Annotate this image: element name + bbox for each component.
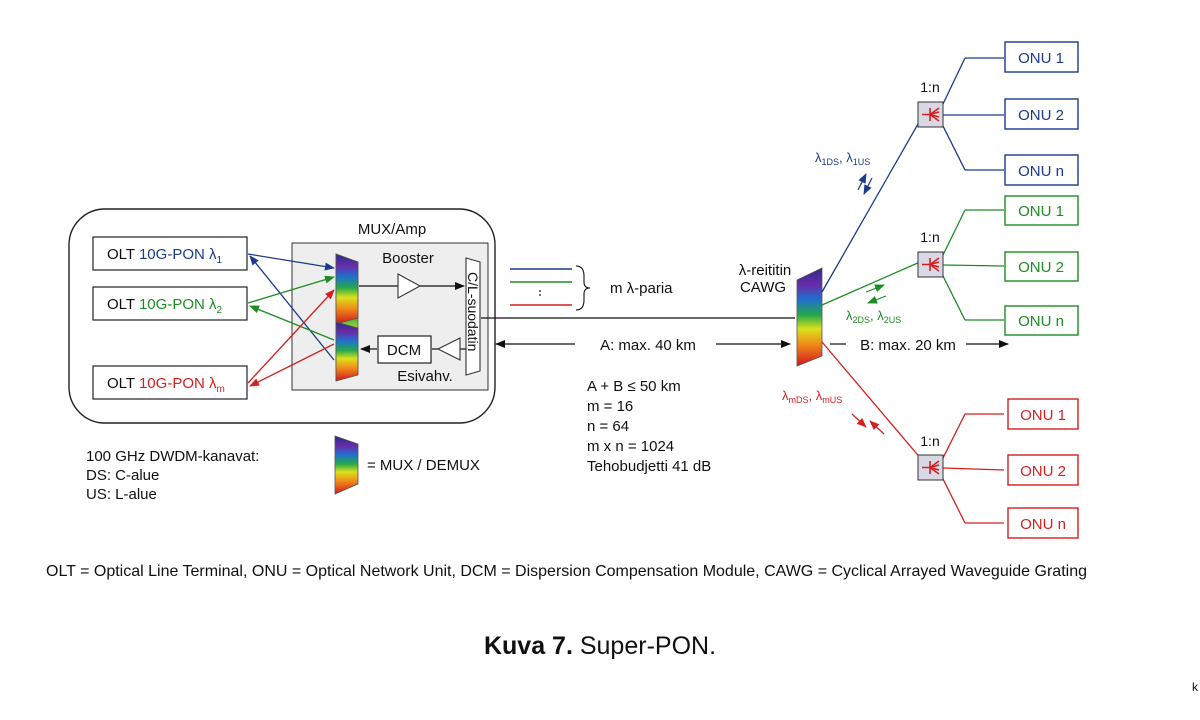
olt-2-sub: 2 [217,305,223,316]
onu-1-1: ONU 1 [1004,41,1079,73]
legend-mux-icon [334,435,359,495]
demux-to-olt2 [249,305,335,341]
feeder-line-1 [821,102,931,293]
param-reach: A + B ≤ 50 km [587,378,681,395]
olt-m-sub: m [217,384,225,395]
booster-label: Booster [382,250,434,267]
caption-title: Super-PON. [572,632,717,660]
onu-m-2: ONU 2 [1007,454,1079,486]
onu-m-1-label: ONU 1 [1020,407,1066,424]
olt-box-1: OLT 10G-PON λ1 [92,236,248,271]
olt-m-lambda: λ [209,375,217,392]
preamp-label: Esivahv. [397,368,453,385]
lambdam-ds-arrow [851,413,867,428]
oltm-to-mux [247,289,335,384]
onu-1-n: ONU n [1004,154,1079,186]
onu-1-1-label: ONU 1 [1018,50,1064,67]
onu-m-n: ONU n [1007,507,1079,539]
svg-text:OLT 10G-PON λm: OLT 10G-PON λm [107,375,225,395]
onu-1-2: ONU 2 [1004,98,1079,130]
olt-m-prefix: OLT [107,375,139,392]
olt-2-lambda: λ [209,296,217,313]
onu-m-n-label: ONU n [1020,516,1066,533]
feeder-line-2 [821,261,921,306]
olt-1-sub: 1 [217,255,223,266]
svg-text:OLT 10G-PON λ1: OLT 10G-PON λ1 [107,246,223,266]
router-label-line2: CAWG [740,279,786,296]
preamp-amplifier-icon [436,337,461,361]
onu-2-2: ONU 2 [1004,251,1079,282]
olt-1-label: 10G-PON [139,246,209,263]
lambda1-us-arrow [857,173,867,191]
splitter-group-2: 1:n [917,209,1005,321]
olt-m-label: 10G-PON [139,375,209,392]
distance-a-label: A: max. 40 km [600,337,696,354]
lambda2-us-arrow [867,295,887,304]
olt2-to-mux [247,275,335,304]
onu-2-2-label: ONU 2 [1018,259,1064,276]
corner-mark: k [1192,680,1198,694]
olt1-to-mux [247,253,335,271]
abbreviation-legend: OLT = Optical Line Terminal, ONU = Optic… [46,563,1087,580]
param-n: n = 64 [587,418,629,435]
onu-2-1: ONU 1 [1004,195,1079,226]
legend-mux-label: = MUX / DEMUX [367,457,480,474]
onu-1-n-label: ONU n [1018,163,1064,180]
caption-number: Kuva 7. [483,632,573,660]
splitter-1-ratio: 1:n [920,79,939,95]
splitter-2-ratio: 1:n [920,229,939,245]
olt-1-lambda: λ [209,246,217,263]
onu-m-2-label: ONU 2 [1020,463,1066,480]
demux-to-olt1 [249,255,335,361]
distance-b-label: B: max. 20 km [860,337,956,354]
onu-2-1-label: ONU 1 [1018,203,1064,220]
lambda-pairs-legend: m λ-paria [510,265,673,311]
splitter-group-m: 1:n [917,413,1005,524]
olt-2-prefix: OLT [107,296,139,313]
splitter-m-ratio: 1:n [920,433,939,449]
figure-caption: Kuva 7. Super-PON. [0,632,1200,661]
booster-amplifier-icon [397,273,422,299]
router-label-line1: λ-reititin [739,262,792,279]
onu-2-n-label: ONU n [1018,313,1064,330]
lambdam-label: λmDS, λmUS [782,388,842,405]
cl-filter-shape [465,257,481,376]
upstream-band-label: US: L-alue [86,486,157,503]
dcm-box [377,335,432,364]
olt-box-2: OLT 10G-PON λ2 [92,286,248,321]
lambda1-ds-arrow [863,177,873,195]
param-m: m = 16 [587,398,633,415]
olt-2-label: 10G-PON [139,296,209,313]
splitter-group-1: 1:n [917,57,1004,171]
dcm-label: DCM [387,342,421,359]
cl-filter-label: C/L-suodatin [465,272,481,351]
onu-1-2-label: ONU 2 [1018,107,1064,124]
svg-text:OLT 10G-PON λ2: OLT 10G-PON λ2 [107,296,223,316]
lambdam-us-arrow [869,420,885,435]
lambda2-ds-arrow [865,284,885,293]
lambda-pairs-label: m λ-paria [610,280,673,297]
lambda1-label: λ1DS, λ1US [815,150,870,167]
mux-icon [335,253,359,325]
cawg-router-icon [796,267,823,367]
channel-grid-label: 100 GHz DWDM-kanavat: [86,448,259,465]
onu-m-1: ONU 1 [1007,398,1079,430]
param-mxn: m x n = 1024 [587,438,674,455]
mux-amp-title: MUX/Amp [358,221,426,238]
lambda2-label: λ2DS, λ2US [846,308,901,325]
system-parameters: A + B ≤ 50 km m = 16 n = 64 m x n = 1024… [587,378,711,475]
demux-icon [335,321,359,382]
downstream-band-label: DS: C-alue [86,467,159,484]
channel-info: 100 GHz DWDM-kanavat: DS: C-alue US: L-a… [86,448,259,503]
olt-site-frame [68,208,496,424]
param-power-budget: Tehobudjetti 41 dB [587,458,711,475]
demux-to-oltm [249,343,335,387]
olt-1-prefix: OLT [107,246,139,263]
feeder-line-m [821,341,923,461]
olt-box-m: OLT 10G-PON λm [92,365,248,400]
onu-2-n: ONU n [1004,305,1079,336]
